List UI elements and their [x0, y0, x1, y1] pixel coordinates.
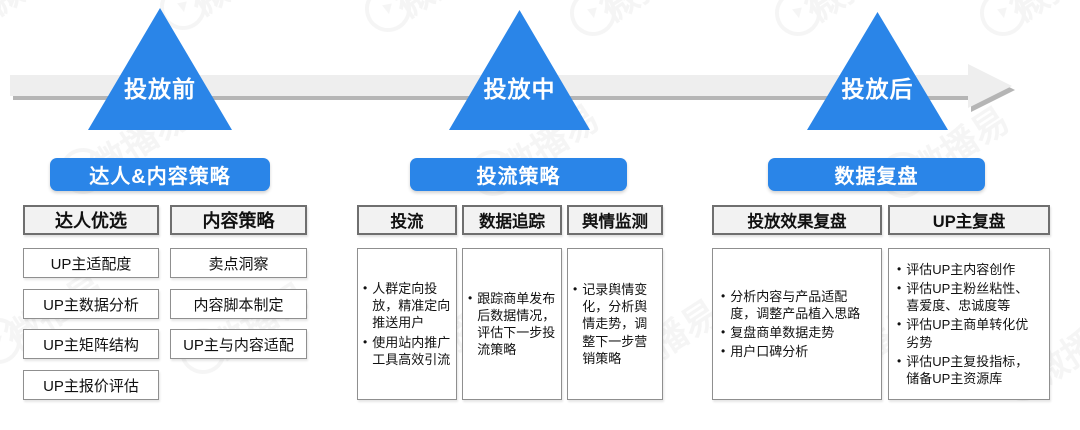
- watermark-text: 微播易: [0, 0, 93, 27]
- bullet-item: 用户口碑分析: [721, 343, 873, 360]
- watermark-text: 微播易: [589, 0, 708, 33]
- body-box-campaign-effect-review: 分析内容与产品适配度，调整产品植入思路 复盘商单数据走势 用户口碑分析: [712, 248, 882, 400]
- item-box: UP主与内容适配: [170, 329, 307, 359]
- item-box: UP主报价评估: [23, 370, 159, 400]
- watermark: ▼微播易: [770, 0, 934, 42]
- watermark-text: 微播易: [794, 0, 913, 33]
- bullet-text: 评估UP主复投指标，储备UP主资源库: [906, 353, 1029, 386]
- item-box: UP主适配度: [23, 248, 159, 278]
- watermark-logo-icon: ▼: [0, 0, 6, 35]
- bullet-item: 人群定向投放，精准定向推送用户: [363, 280, 451, 331]
- watermark: ▼微播易: [0, 0, 114, 36]
- strategy-pill-traffic: 投流策略: [410, 158, 627, 191]
- phase-triangle-label: 投放前: [124, 76, 196, 102]
- bullet-text: 评估UP主商单转化优劣势: [906, 317, 1029, 350]
- bullet-list: 评估UP主内容创作 评估UP主粉丝粘性、喜爱度、忠诚度等 评估UP主商单转化优劣…: [897, 259, 1041, 389]
- phase-triangle-label: 投放中: [483, 76, 556, 102]
- bullet-text: 记录舆情变化，分析舆情走势，调整下一步营销策略: [582, 282, 648, 366]
- bullet-item: 评估UP主复投指标，储备UP主资源库: [897, 353, 1041, 387]
- column-header-sentiment-monitoring: 舆情监测: [567, 205, 663, 235]
- bullet-item: 评估UP主粉丝粘性、喜爱度、忠诚度等: [897, 280, 1041, 314]
- watermark-text: 微播易: [999, 0, 1080, 33]
- item-box: 内容脚本制定: [170, 289, 307, 319]
- bullet-list: 记录舆情变化，分析舆情走势，调整下一步营销策略: [573, 279, 657, 369]
- bullet-list: 分析内容与产品适配度，调整产品植入思路 复盘商单数据走势 用户口碑分析: [721, 286, 873, 363]
- strategy-pill-data-review: 数据复盘: [768, 158, 985, 191]
- column-header-campaign-effect-review: 投放效果复盘: [712, 205, 882, 235]
- body-box-ad-traffic: 人群定向投放，精准定向推送用户 使用站内推广工具高效引流: [357, 248, 457, 400]
- watermark: ▼微播易: [360, 0, 524, 38]
- bullet-text: 评估UP主粉丝粘性、喜爱度、忠诚度等: [906, 281, 1029, 314]
- watermark-text: 微播易: [179, 0, 298, 27]
- strategy-pill-talent-content: 达人&内容策略: [50, 158, 270, 191]
- watermark-logo-icon: ▼: [975, 0, 1031, 41]
- bullet-text: 跟踪商单发布后数据情况，评估下一步投流策略: [477, 290, 556, 358]
- bullet-text: 复盘商单数据走势: [730, 325, 835, 340]
- bullet-text: 用户口碑分析: [730, 344, 809, 360]
- watermark-logo-icon: ▼: [0, 313, 26, 369]
- bullet-item: 评估UP主内容创作: [897, 261, 1041, 278]
- bullet-text: 评估UP主内容创作: [906, 261, 1016, 277]
- bullet-list: 跟踪商单发布后数据情况，评估下一步投流策略: [468, 288, 556, 361]
- bullet-text: 人群定向投放，精准定向推送用户: [372, 281, 451, 331]
- watermark: ▼微播易: [565, 0, 729, 42]
- item-box: 卖点洞察: [170, 248, 307, 278]
- bullet-list: 人群定向投放，精准定向推送用户 使用站内推广工具高效引流: [363, 278, 451, 370]
- bullet-item: 评估UP主商单转化优劣势: [897, 316, 1041, 350]
- watermark-text: 微播易: [384, 0, 503, 29]
- item-box: UP主数据分析: [23, 289, 159, 319]
- column-header-content-strategy: 内容策略: [170, 205, 307, 235]
- watermark-logo-icon: ▼: [770, 0, 826, 41]
- bullet-item: 分析内容与产品适配度，调整产品植入思路: [721, 288, 873, 322]
- watermark-logo-icon: ▼: [360, 0, 416, 37]
- bullet-text: 使用站内推广工具高效引流: [372, 334, 451, 367]
- bullet-text: 分析内容与产品适配度，调整产品植入思路: [730, 288, 861, 321]
- column-header-data-tracking: 数据追踪: [462, 205, 562, 235]
- column-header-talent-selection: 达人优选: [23, 205, 159, 235]
- column-header-up-review: UP主复盘: [888, 205, 1050, 235]
- body-box-sentiment-monitoring: 记录舆情变化，分析舆情走势，调整下一步营销策略: [567, 248, 663, 400]
- watermark: ▼微播易: [155, 0, 319, 36]
- phase-triangle-label: 投放后: [841, 76, 914, 102]
- column-header-ad-traffic: 投流: [357, 205, 457, 235]
- watermark-logo-icon: ▼: [565, 0, 621, 41]
- item-box: UP主矩阵结构: [23, 329, 159, 359]
- bullet-item: 跟踪商单发布后数据情况，评估下一步投流策略: [468, 290, 556, 359]
- watermark: ▼微播易: [975, 0, 1080, 42]
- bullet-item: 记录舆情变化，分析舆情走势，调整下一步营销策略: [573, 281, 657, 367]
- body-box-data-tracking: 跟踪商单发布后数据情况，评估下一步投流策略: [462, 248, 562, 400]
- body-box-up-review: 评估UP主内容创作 评估UP主粉丝粘性、喜爱度、忠诚度等 评估UP主商单转化优劣…: [888, 248, 1050, 400]
- bullet-item: 使用站内推广工具高效引流: [363, 334, 451, 368]
- bullet-item: 复盘商单数据走势: [721, 324, 873, 341]
